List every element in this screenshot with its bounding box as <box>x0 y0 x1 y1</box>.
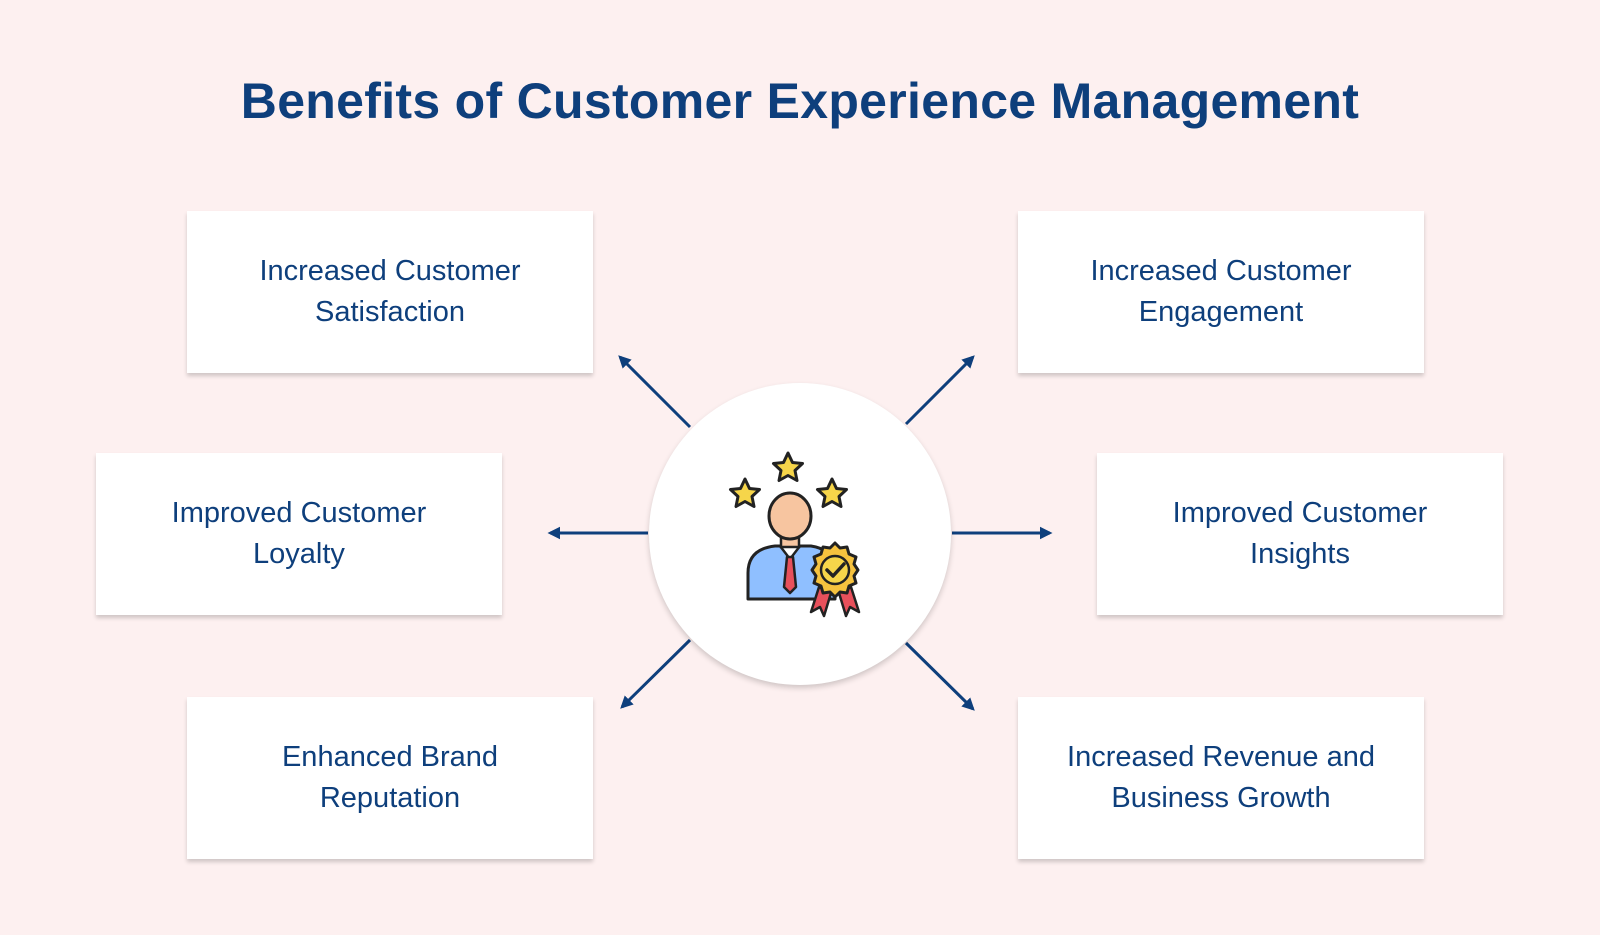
tie <box>782 555 798 595</box>
arrow-top-left <box>618 355 692 429</box>
benefit-label: Increased Customer Satisfaction <box>259 255 521 328</box>
benefit-label: Enhanced Brand Reputation <box>281 741 499 814</box>
page-title: Benefits of Customer Experience Manageme… <box>240 73 1360 129</box>
check-icon <box>825 562 846 578</box>
star-icon <box>816 477 848 508</box>
star-icon <box>772 451 804 482</box>
center-hub <box>649 383 951 685</box>
benefit-label: Increased Customer Engagement <box>1090 255 1352 328</box>
arrow-bottom-right <box>904 641 975 711</box>
benefit-card-insights: Improved Customer Insights <box>1097 453 1503 615</box>
arrow-bottom-left <box>620 638 692 709</box>
benefit-card-engagement: Increased Customer Engagement <box>1018 211 1424 373</box>
benefit-card-satisfaction: Increased Customer Satisfaction <box>187 211 593 373</box>
benefit-label: Improved Customer Loyalty <box>171 497 427 570</box>
benefit-card-reputation: Enhanced Brand Reputation <box>187 697 593 859</box>
benefit-label: Improved Customer Insights <box>1172 497 1428 570</box>
benefit-card-revenue: Increased Revenue and Business Growth <box>1018 697 1424 859</box>
benefit-card-loyalty: Improved Customer Loyalty <box>96 453 502 615</box>
benefit-label: Increased Revenue and Business Growth <box>1067 741 1375 814</box>
person-head <box>767 491 813 541</box>
arrow-top-right <box>904 355 975 426</box>
star-icon <box>729 477 761 508</box>
customer-award-icon <box>729 451 861 618</box>
